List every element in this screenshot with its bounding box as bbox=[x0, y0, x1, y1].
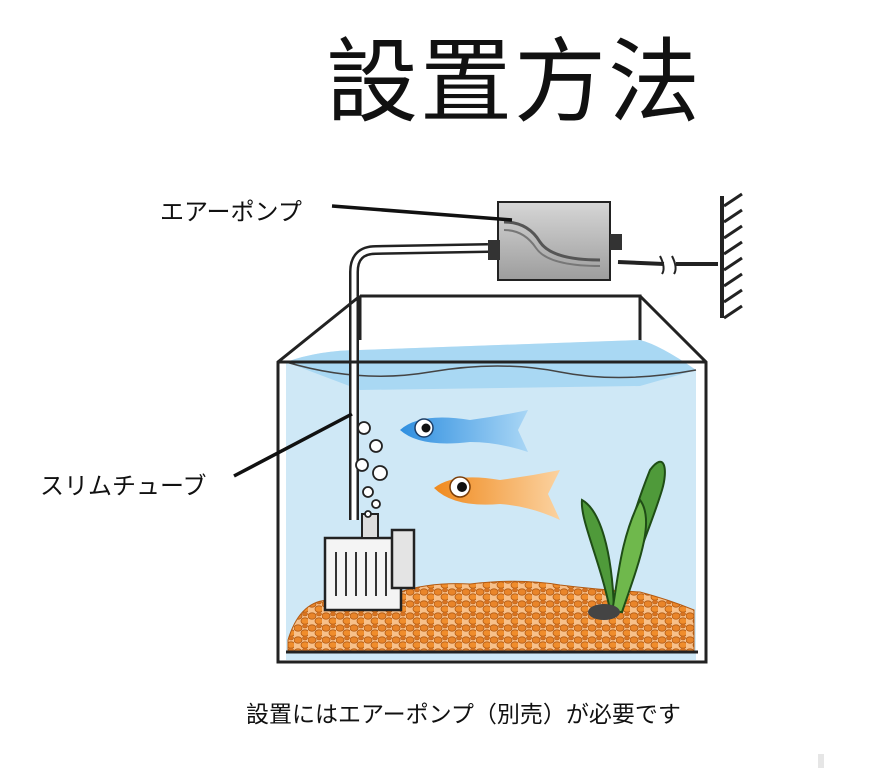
caption: 設置にはエアーポンプ（別売）が必要です bbox=[246, 702, 681, 728]
power-cord bbox=[617, 255, 718, 275]
filter bbox=[323, 513, 416, 612]
blue-fish bbox=[400, 410, 528, 452]
tank-front bbox=[276, 294, 708, 664]
air-pump-label: エアーポンプ bbox=[160, 198, 302, 226]
wall bbox=[720, 192, 743, 320]
slim-tube-label: スリムチューブ bbox=[40, 472, 207, 500]
page-title: 設置方法 bbox=[326, 29, 703, 136]
slim-tube bbox=[349, 243, 489, 520]
rock bbox=[588, 604, 620, 620]
air-pump bbox=[488, 201, 622, 281]
corner-mark bbox=[818, 754, 824, 768]
bubbles bbox=[355, 421, 388, 518]
slim-tube-leader bbox=[233, 412, 353, 478]
orange-fish bbox=[434, 470, 560, 520]
plant bbox=[580, 460, 666, 613]
air-pump-leader bbox=[331, 204, 513, 222]
